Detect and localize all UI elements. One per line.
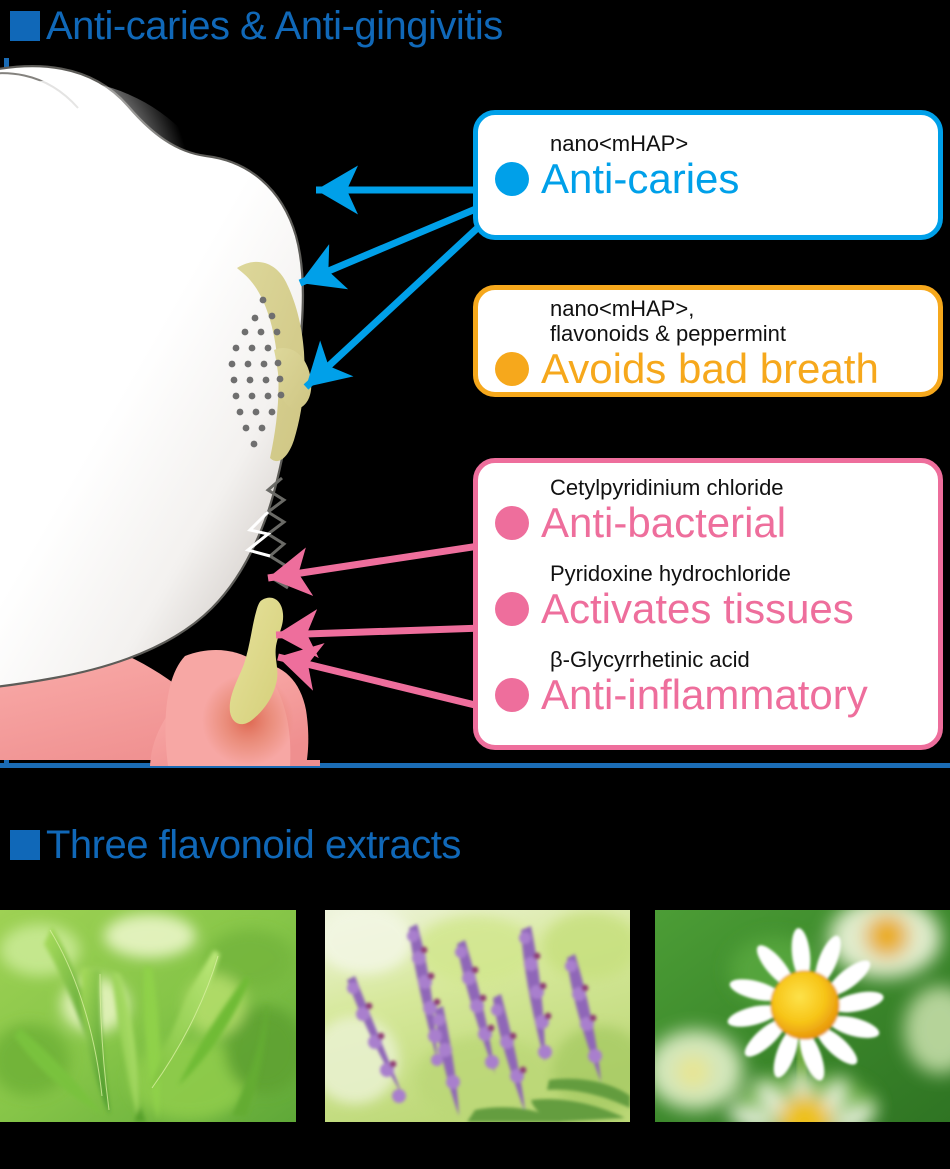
- ingredient-label: Cetylpyridinium chloride: [550, 475, 784, 500]
- page-title-text: Anti-caries & Anti-gingivitis: [46, 4, 503, 48]
- tooth-enamel: [0, 65, 305, 688]
- tartar-deposit: [229, 597, 284, 725]
- ingredient-label: Pyridoxine hydrochloride: [550, 561, 791, 586]
- list-item: Cetylpyridinium chloride Anti-bacterial: [478, 475, 938, 546]
- demineralization-dots: [228, 296, 285, 448]
- section-title-text: Three flavonoid extracts: [46, 823, 461, 867]
- callout-anti-gingivitis[interactable]: Cetylpyridinium chloride Anti-bacterial …: [473, 458, 943, 750]
- ingredient-label-line1: nano<mHAP>,: [550, 296, 695, 321]
- callout-avoids-bad-breath[interactable]: nano<mHAP>, flavonoids & peppermint Avoi…: [473, 285, 943, 397]
- benefit-label: Anti-caries: [541, 155, 740, 202]
- tooth-illustration: [0, 60, 470, 766]
- photo-sage-flowers: [325, 910, 630, 1122]
- bullet-dot-icon: [495, 162, 529, 196]
- photo-chamomile-flower: [655, 910, 950, 1122]
- benefit-label: Anti-inflammatory: [541, 671, 868, 718]
- ingredient-label: nano<mHAP>: [550, 131, 689, 156]
- bullet-square-icon: [10, 11, 40, 41]
- page-title: Anti-caries & Anti-gingivitis: [10, 6, 503, 46]
- photo-green-tea-leaves: [0, 910, 296, 1122]
- bullet-dot-icon: [495, 678, 529, 712]
- flavonoid-photo-row: [0, 910, 950, 1122]
- chamomile-bloom: [727, 928, 884, 1081]
- list-item: β-Glycyrrhetinic acid Anti-inflammatory: [478, 647, 938, 718]
- bullet-square-icon: [10, 830, 40, 860]
- benefit-label: Activates tissues: [541, 585, 854, 632]
- ingredient-label-line2: flavonoids & peppermint: [550, 321, 787, 346]
- benefit-label: Avoids bad breath: [541, 345, 879, 392]
- section-title-flavonoids: Three flavonoid extracts: [10, 825, 461, 865]
- panel-bottom-rule: [0, 763, 950, 768]
- bullet-dot-icon: [495, 352, 529, 386]
- list-item: Pyridoxine hydrochloride Activates tissu…: [478, 561, 938, 632]
- ingredient-label: β-Glycyrrhetinic acid: [550, 647, 750, 672]
- bullet-dot-icon: [495, 592, 529, 626]
- benefit-label: Anti-bacterial: [541, 499, 787, 546]
- callout-anti-caries[interactable]: nano<mHAP> Anti-caries: [473, 110, 943, 240]
- bullet-dot-icon: [495, 506, 529, 540]
